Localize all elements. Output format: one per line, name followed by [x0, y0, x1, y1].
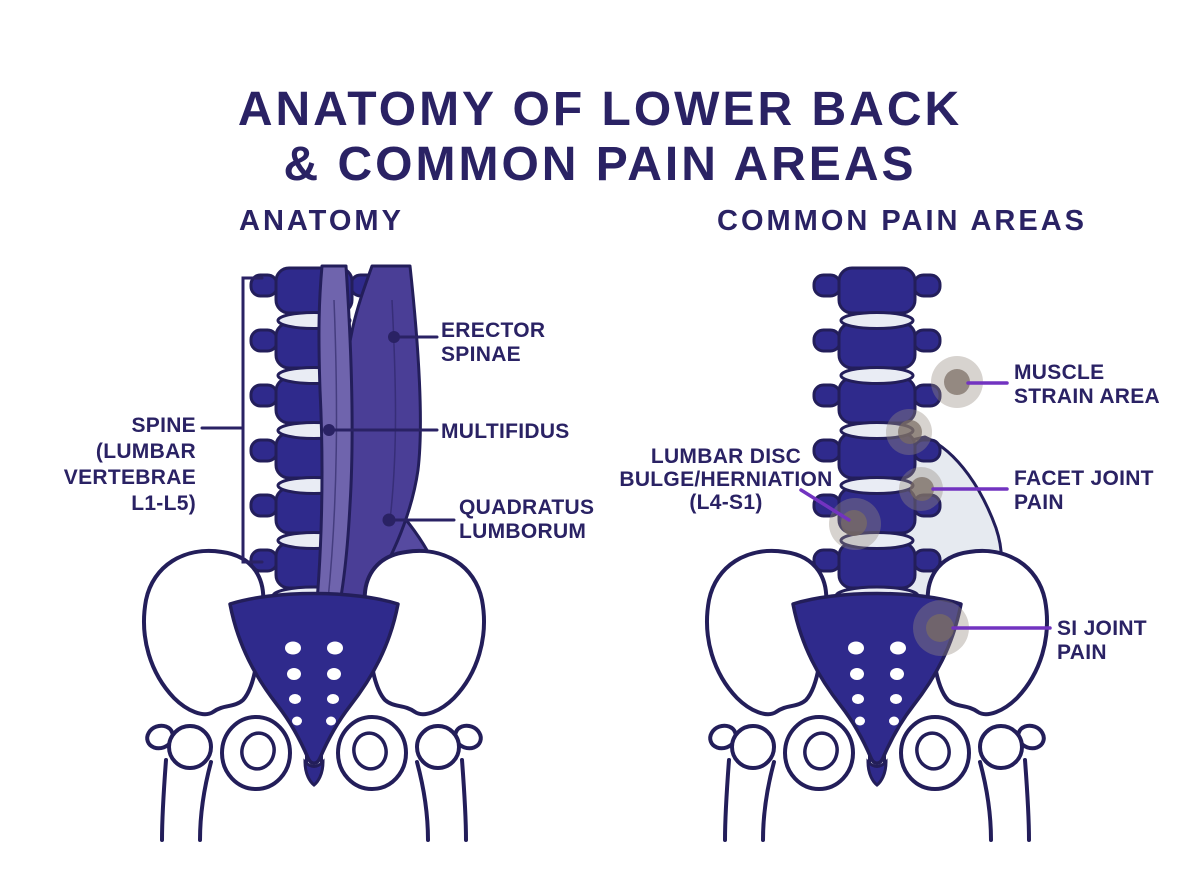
facet-joint-label: FACET JOINT PAIN [1014, 467, 1154, 514]
erector-spinae-label: ERECTOR SPINAE [441, 319, 546, 366]
anatomy-figure [144, 264, 484, 840]
pain-figure [707, 268, 1047, 840]
quadratus-dot [382, 513, 396, 527]
multifidus-dot [323, 424, 335, 436]
si-joint-label: SI JOINT PAIN [1057, 617, 1147, 664]
muscle-strain-label: MUSCLE STRAIN AREA [1014, 361, 1161, 408]
pain-panel-heading: COMMON PAIN AREAS [717, 205, 1087, 237]
spine-bracket [241, 276, 264, 564]
pain-marker-muscle-strain [931, 356, 983, 408]
lumbar-disc-label: LUMBAR DISC BULGE/HERNIATION (L4-S1) [619, 445, 833, 514]
quadratus-lumborum-label: QUADRATUS LUMBORUM [459, 496, 595, 543]
lumbar-disc-leader [799, 488, 851, 522]
pain-marker-si-joint [913, 600, 969, 656]
pain-marker-facet-joint-lower [899, 467, 943, 511]
spine-label: SPINE (LUMBAR VERTEBRAE L1-L5) [63, 414, 196, 515]
erector-spinae-dot [388, 331, 400, 343]
anatomy-panel-heading: ANATOMY [239, 205, 404, 237]
pain-marker-facet-joint-upper [886, 409, 932, 455]
page-title: ANATOMY OF LOWER BACK& COMMON PAIN AREAS [0, 82, 1200, 192]
page-title-line1: ANATOMY OF LOWER BACK [237, 83, 963, 137]
page-title-line2: & COMMON PAIN AREAS [283, 138, 917, 192]
multifidus-muscle [312, 264, 354, 634]
multifidus-label: MULTIFIDUS [441, 420, 570, 443]
pain-marker-lumbar-disc [829, 498, 881, 550]
annotations [200, 276, 1052, 630]
